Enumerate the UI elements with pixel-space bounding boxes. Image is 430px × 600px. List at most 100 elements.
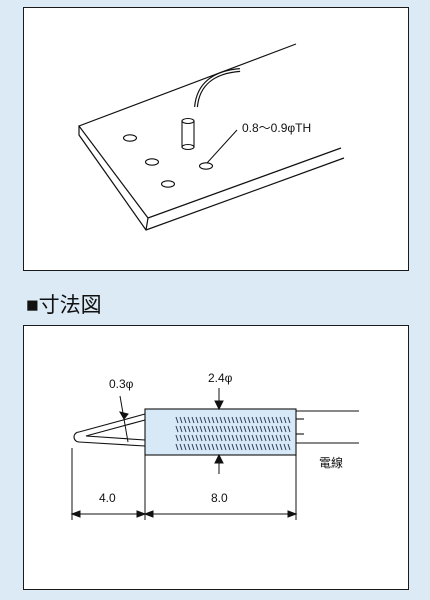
through-hole: [160, 180, 176, 188]
coil-mark: [199, 443, 203, 451]
coil-mark: [263, 443, 267, 451]
coil-mark: [191, 443, 195, 451]
coil-mark: [243, 443, 247, 451]
coil-mark: [203, 416, 207, 424]
coil-mark: [279, 416, 283, 424]
coil-mark: [219, 425, 223, 433]
coil-mark: [287, 425, 291, 433]
coil-mark: [279, 434, 283, 442]
coil-mark: [247, 434, 251, 442]
coil-mark: [271, 443, 275, 451]
coil-mark: [195, 443, 199, 451]
coil-mark: [287, 434, 291, 442]
coil-mark: [215, 443, 219, 451]
coil-mark: [247, 416, 251, 424]
coil-mark: [191, 434, 195, 442]
coil-mark: [255, 443, 259, 451]
wire-leads: [296, 410, 359, 444]
coil-mark: [243, 416, 247, 424]
coil-mark: [243, 425, 247, 433]
length-dimension-lines: [70, 510, 298, 518]
coil-mark: [251, 443, 255, 451]
coil-mark: [287, 416, 291, 424]
coil-mark: [251, 425, 255, 433]
coil-mark: [207, 416, 211, 424]
hole-leader-line: [206, 129, 238, 164]
coil-mark: [271, 434, 275, 442]
coil-mark: [199, 434, 203, 442]
coil-mark: [231, 443, 235, 451]
coil-mark: [235, 434, 239, 442]
coil-mark: [195, 425, 199, 433]
coil-mark: [235, 443, 239, 451]
coil-mark: [207, 425, 211, 433]
coil-mark: [267, 416, 271, 424]
coil-mark: [227, 416, 231, 424]
coil-mark: [263, 416, 267, 424]
coil-mark: [243, 434, 247, 442]
through-hole: [144, 158, 160, 166]
coil-mark: [187, 443, 191, 451]
coil-mark: [223, 434, 227, 442]
pin-tip: [73, 413, 146, 447]
coil-mark: [187, 434, 191, 442]
coil-mark: [203, 425, 207, 433]
coil-mark: [283, 416, 287, 424]
coil-mark: [187, 425, 191, 433]
coil-mark: [255, 416, 259, 424]
coil-mark: [175, 416, 179, 424]
coil-mark: [183, 416, 187, 424]
coil-mark: [187, 416, 191, 424]
coil-mark: [207, 443, 211, 451]
coil-mark: [259, 425, 263, 433]
coil-mark: [183, 443, 187, 451]
coil-mark: [203, 443, 207, 451]
coil-mark: [255, 425, 259, 433]
coil-mark: [267, 443, 271, 451]
tip-diameter-label: 0.3φ: [109, 377, 134, 391]
coil-mark: [207, 434, 211, 442]
coil-mark: [275, 443, 279, 451]
coil-mark: [223, 416, 227, 424]
coil-mark: [283, 425, 287, 433]
coil-mark: [231, 425, 235, 433]
coil-mark: [227, 443, 231, 451]
coil-mark: [267, 425, 271, 433]
coil-mark: [239, 425, 243, 433]
coil-mark: [179, 443, 183, 451]
coil-mark: [211, 416, 215, 424]
coil-mark: [183, 425, 187, 433]
coil-mark: [219, 443, 223, 451]
coil-mark: [199, 416, 203, 424]
coil-mark: [283, 443, 287, 451]
mounted-pin: [181, 68, 241, 151]
hole-size-label: 0.8〜0.9φTH: [242, 121, 311, 135]
dimension-drawing: 0.3φ 2.4φ 電線 4.0 8.0: [70, 371, 359, 520]
coil-mark: [219, 434, 223, 442]
coil-mark: [175, 443, 179, 451]
body-diameter-label: 2.4φ: [208, 371, 233, 385]
coil-mark: [195, 416, 199, 424]
coil-mark: [239, 416, 243, 424]
dimension-extension-lines: [71, 448, 297, 520]
coil-mark: [219, 416, 223, 424]
coil-mark: [231, 416, 235, 424]
coil-mark: [283, 434, 287, 442]
coil-mark: [275, 416, 279, 424]
coil-mark: [175, 425, 179, 433]
coil-mark: [215, 434, 219, 442]
coil-mark: [263, 425, 267, 433]
coil-mark: [183, 434, 187, 442]
coil-mark: [215, 425, 219, 433]
coil-mark: [247, 443, 251, 451]
coil-mark: [227, 425, 231, 433]
coil-mark: [227, 434, 231, 442]
coil-mark: [195, 434, 199, 442]
coil-mark: [279, 443, 283, 451]
coil-mark: [251, 416, 255, 424]
coil-winding: [175, 416, 291, 451]
pin-body: [144, 408, 297, 456]
coil-mark: [211, 443, 215, 451]
through-holes: [122, 134, 214, 188]
coil-mark: [199, 425, 203, 433]
